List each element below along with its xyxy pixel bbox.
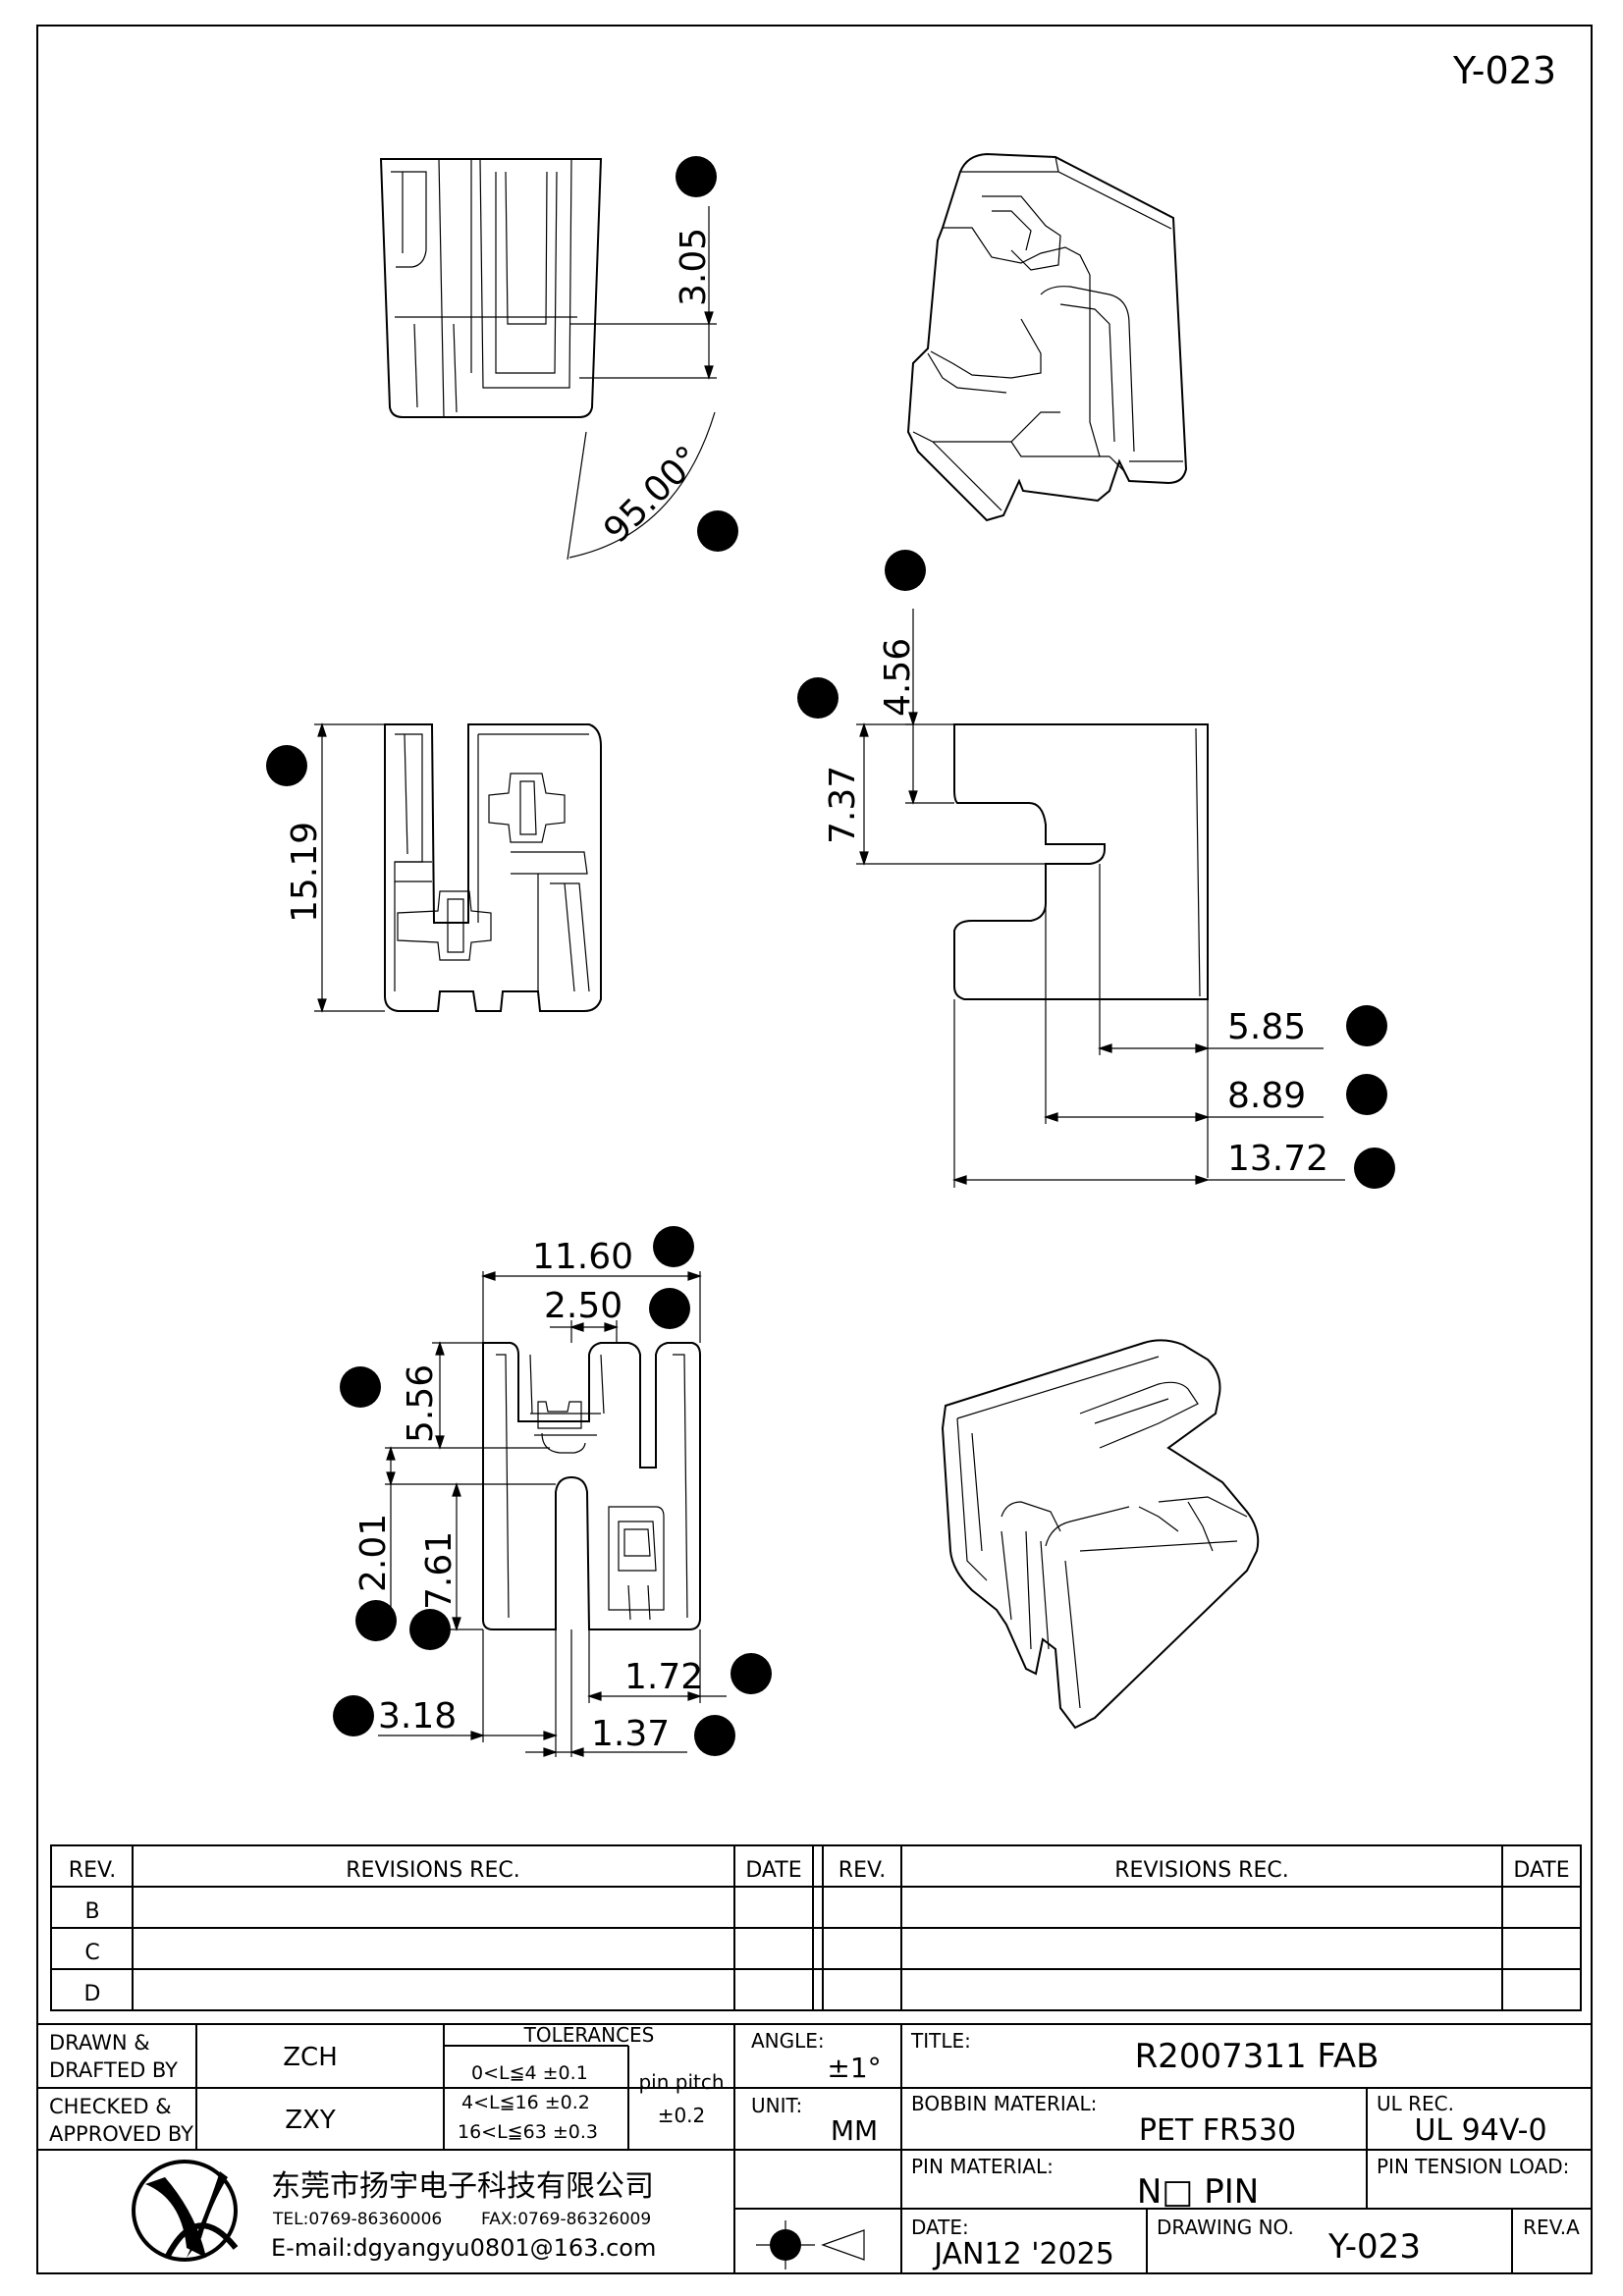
company-name: 东莞市扬宇电子科技有限公司 xyxy=(271,2169,654,2204)
dim-i-j: 11.60 I 2.50 J xyxy=(481,1226,702,1343)
label-c: C xyxy=(277,751,297,783)
company-fax: FAX:0769-86326009 xyxy=(481,2210,651,2229)
corner-drawing-id: Y-023 xyxy=(1452,49,1556,92)
projection-symbol xyxy=(756,2220,865,2269)
drawn-label-2: DRAFTED BY xyxy=(49,2058,178,2082)
company-logo xyxy=(132,2160,239,2262)
date-header-left: DATE xyxy=(745,1858,801,1883)
value-g: 8.89 xyxy=(1227,1076,1306,1116)
dim-f-g-h: 5.85 F 8.89 G 13.72 H xyxy=(952,999,1395,1189)
value-o: 1.37 xyxy=(591,1714,670,1754)
label-m: M xyxy=(418,1615,442,1647)
dim-n-o-p: 3.18 N 1.37 O 1.72 P xyxy=(333,1629,772,1757)
pin-material-label: PIN MATERIAL: xyxy=(911,2155,1054,2178)
value-k: 5.56 xyxy=(401,1364,441,1443)
value-b: 95.00° xyxy=(596,439,709,552)
date-label: DATE: xyxy=(911,2216,969,2239)
date-value: JAN12 '2025 xyxy=(932,2237,1114,2271)
bobbin-material-label: BOBBIN MATERIAL: xyxy=(911,2092,1097,2115)
company-tel: TEL:0769-86360006 xyxy=(272,2210,442,2229)
tol-3: 16<L≦63 ±0.3 xyxy=(458,2121,598,2143)
bobbin-material-value: PET FR530 xyxy=(1139,2113,1296,2148)
label-i: I xyxy=(670,1232,677,1264)
label-o: O xyxy=(704,1721,726,1753)
view-bottom xyxy=(482,1342,701,1630)
label-e: E xyxy=(809,683,827,716)
view-top xyxy=(953,723,1209,1000)
unit-value: MM xyxy=(831,2114,878,2147)
angle-label: ANGLE: xyxy=(751,2029,825,2053)
label-a: A xyxy=(686,162,705,194)
value-h: 13.72 xyxy=(1227,1139,1328,1179)
value-i: 11.60 xyxy=(532,1237,633,1277)
title-value: R2007311 FAB xyxy=(1135,2037,1380,2076)
value-n: 3.18 xyxy=(378,1696,457,1736)
title-label: TITLE: xyxy=(910,2029,971,2053)
label-d: D xyxy=(894,556,916,588)
pin-tension-label: PIN TENSION LOAD: xyxy=(1377,2155,1569,2178)
label-p: P xyxy=(743,1659,760,1691)
checked-label-2: APPROVED BY xyxy=(49,2122,193,2146)
drawn-label-1: DRAWN & xyxy=(49,2031,150,2055)
rev-row-c: C xyxy=(84,1941,99,1965)
view-iso-top xyxy=(906,152,1188,522)
label-b: B xyxy=(708,516,727,549)
pin-pitch-value: ±0.2 xyxy=(658,2104,706,2127)
ul-value: UL 94V-0 xyxy=(1414,2113,1546,2148)
sheet-border xyxy=(36,25,1593,2274)
title-block-grid xyxy=(36,2023,1593,2274)
rev-row-d: D xyxy=(84,1982,101,2006)
dim-k-l-m: 5.56 K 2.01 L 7.61 M xyxy=(340,1341,550,1650)
dim-d-e: D 4.56 E 7.37 xyxy=(797,550,1046,866)
company-info: 东莞市扬宇电子科技有限公司 TEL:0769-86360006 FAX:0769… xyxy=(271,2169,656,2262)
rev-header-right: REV. xyxy=(839,1858,886,1883)
dim-b: B 95.00° xyxy=(567,411,738,561)
rec-header-right: REVISIONS REC. xyxy=(1114,1858,1288,1883)
tol-2: 4<L≦16 ±0.2 xyxy=(461,2092,590,2113)
dim-c: C 15.19 xyxy=(266,722,385,1013)
tolerances-label: TOLERANCES xyxy=(523,2023,655,2047)
value-f: 5.85 xyxy=(1227,1007,1306,1047)
value-l: 2.01 xyxy=(353,1514,394,1592)
view-front xyxy=(379,158,603,418)
value-d: 4.56 xyxy=(878,638,918,717)
label-j: J xyxy=(664,1294,674,1326)
label-k: K xyxy=(352,1372,370,1405)
revisions-text: REV. REVISIONS REC. DATE REV. REVISIONS … xyxy=(69,1858,1570,2006)
pin-pitch-label: pin pitch xyxy=(638,2070,724,2094)
value-j: 2.50 xyxy=(544,1286,622,1326)
value-e: 7.37 xyxy=(823,766,863,844)
ul-label: UL REC. xyxy=(1377,2092,1454,2115)
rev-header-left: REV. xyxy=(69,1858,116,1883)
rev-value: REV.A xyxy=(1523,2216,1580,2239)
date-header-right: DATE xyxy=(1513,1858,1569,1883)
rec-header-left: REVISIONS REC. xyxy=(346,1858,519,1883)
label-h: H xyxy=(1364,1153,1384,1186)
dim-a: A 3.05 xyxy=(569,156,717,380)
view-iso-bottom xyxy=(941,1339,1260,1730)
drawing-no-label: DRAWING NO. xyxy=(1157,2216,1294,2239)
label-f: F xyxy=(1359,1011,1375,1043)
value-a: 3.05 xyxy=(674,228,714,306)
value-p: 1.72 xyxy=(624,1657,703,1697)
drawing-no-value: Y-023 xyxy=(1327,2227,1421,2267)
unit-label: UNIT: xyxy=(751,2094,802,2117)
label-g: G xyxy=(1356,1080,1378,1112)
revisions-table xyxy=(50,1844,1582,2011)
checked-value: ZXY xyxy=(285,2106,336,2135)
checked-label-1: CHECKED & xyxy=(49,2095,172,2118)
value-c: 15.19 xyxy=(285,822,325,923)
angle-value: ±1° xyxy=(827,2052,881,2084)
rev-row-b: B xyxy=(84,1899,99,1924)
drawn-value: ZCH xyxy=(283,2043,338,2072)
label-l: L xyxy=(368,1606,384,1638)
title-block-text: DRAWN & DRAFTED BY ZCH CHECKED & APPROVE… xyxy=(49,2023,1580,2271)
view-side xyxy=(384,723,602,1012)
company-email: E-mail:dgyangyu0801@163.com xyxy=(271,2234,656,2262)
label-n: N xyxy=(344,1701,364,1734)
tol-1: 0<L≦4 ±0.1 xyxy=(471,2062,588,2084)
value-m: 7.61 xyxy=(419,1531,460,1610)
pin-material-value: N□ PIN xyxy=(1137,2172,1259,2212)
